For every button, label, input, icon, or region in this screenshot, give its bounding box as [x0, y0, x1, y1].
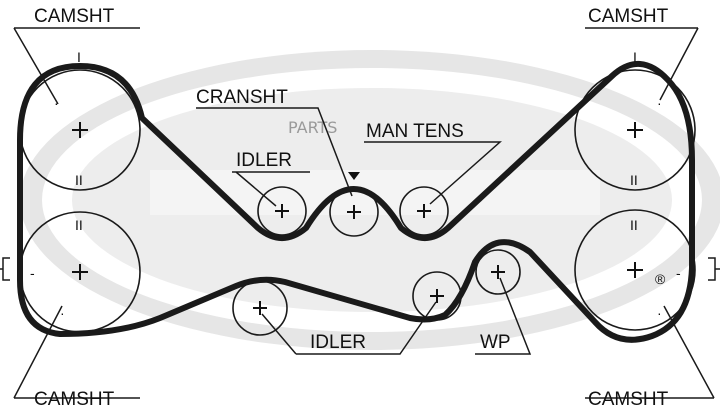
label-camsht-top-right: CAMSHT	[588, 6, 669, 27]
svg-text:I: I	[77, 49, 81, 65]
label-idler-top: IDLER	[236, 150, 292, 171]
camshaft-pulley-bottom-right	[574, 209, 696, 331]
leader-man-tens	[364, 141, 502, 205]
left-bracket	[0, 257, 10, 281]
svg-text:II: II	[75, 217, 83, 233]
leader-idler-top	[232, 171, 310, 207]
plus-icon	[417, 204, 431, 218]
plus-icon	[72, 264, 88, 280]
center-marks	[72, 122, 643, 315]
label-wp: WP	[480, 332, 511, 353]
right-bracket	[708, 257, 720, 281]
svg-text:·: ·	[657, 95, 662, 111]
labels: CAMSHT CAMSHT CAMSHT CAMSHT CRANSHT MAN …	[34, 6, 669, 410]
svg-text:I: I	[633, 49, 637, 65]
leader-idler-bottom	[261, 301, 437, 355]
svg-text:·: ·	[657, 305, 662, 321]
plus-icon	[430, 289, 444, 303]
leader-lines	[13, 27, 715, 399]
registered-mark: ®	[655, 271, 666, 287]
svg-text:II: II	[630, 217, 638, 233]
label-camsht-bottom-right: CAMSHT	[588, 389, 669, 410]
leader-camsht-bottom-right	[585, 305, 715, 399]
camshaft-pulley-top-right	[574, 69, 696, 191]
svg-text:·: ·	[54, 95, 59, 111]
leader-camsht-bottom-left	[13, 305, 140, 399]
plus-icon	[253, 301, 267, 315]
watermark-parts-text: PARTS	[288, 118, 337, 137]
leader-cranksht	[196, 107, 353, 197]
leader-camsht-top-left	[13, 27, 140, 105]
svg-text:II: II	[630, 172, 638, 188]
plus-icon	[627, 262, 643, 278]
plus-icon	[72, 122, 88, 138]
svg-text:-: -	[676, 265, 681, 281]
plus-icon	[627, 122, 643, 138]
watermark-logo: PARTS ®	[20, 50, 720, 350]
edge-brackets	[0, 257, 720, 281]
water-pump-pulley	[475, 249, 521, 295]
leader-camsht-top-right	[585, 27, 699, 101]
plus-icon	[347, 205, 361, 219]
leader-wp	[475, 277, 532, 355]
svg-text:II: II	[75, 172, 83, 188]
svg-text:·: ·	[60, 305, 65, 321]
label-idler-bottom: IDLER	[310, 332, 366, 353]
label-cranksht: CRANSHT	[196, 87, 288, 108]
label-camsht-top-left: CAMSHT	[34, 6, 115, 27]
pulley-markers: I · II II - · I · II II - ·	[30, 49, 681, 321]
plus-icon	[491, 265, 505, 279]
plus-icon	[275, 204, 289, 218]
svg-text:-: -	[30, 265, 35, 281]
label-camsht-bottom-left: CAMSHT	[34, 389, 115, 410]
label-man-tens: MAN TENS	[366, 121, 464, 142]
